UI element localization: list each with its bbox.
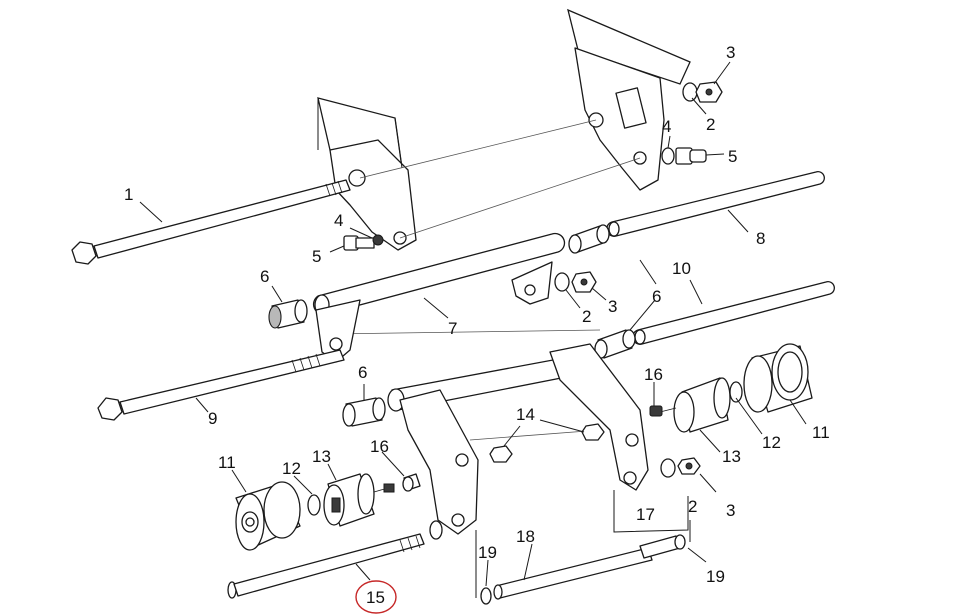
bushing-left [268, 299, 308, 329]
crossmember-part-7 [312, 232, 566, 363]
callout-19a: 19 [478, 543, 497, 562]
frame-bracket-left [317, 97, 417, 251]
hardware-top-right [661, 81, 723, 165]
callout-3b: 3 [608, 297, 617, 316]
bushing-bottom [342, 397, 386, 427]
strut-part-18 [480, 534, 686, 605]
nut-part-14 [489, 423, 605, 463]
frame-bracket-right [567, 8, 691, 191]
highlight-circle-15 [355, 580, 397, 614]
lower-crossmember [387, 343, 649, 535]
callout-4b: 4 [662, 117, 671, 136]
callout-2b: 2 [582, 307, 591, 326]
callout-18: 18 [516, 527, 535, 546]
callout-12b: 12 [282, 459, 301, 478]
bolt-part-1 [71, 179, 351, 265]
callout-1: 1 [124, 185, 133, 204]
callout-9: 9 [208, 409, 217, 428]
callout-5b: 5 [728, 147, 737, 166]
alignment-lines [329, 119, 641, 441]
mount-left [235, 473, 421, 551]
hardware-middle [554, 271, 597, 293]
bolt-part-15 [227, 520, 443, 599]
callout-labels: 1 2 3 4 5 4 5 8 6 2 3 6 10 7 6 16 9 14 1… [124, 43, 830, 607]
callout-2a: 2 [706, 115, 715, 134]
callout-16a: 16 [644, 365, 663, 384]
callout-7: 7 [448, 319, 457, 338]
callout-2c: 2 [688, 497, 697, 516]
callout-13a: 13 [312, 447, 331, 466]
rod-part-10 [632, 281, 835, 345]
callout-4a: 4 [334, 211, 343, 230]
callout-6a: 6 [260, 267, 269, 286]
mount-right [649, 343, 813, 433]
callout-6b: 6 [652, 287, 661, 306]
bushing-right [594, 329, 636, 359]
callout-5a: 5 [312, 247, 321, 266]
callout-17: 17 [636, 505, 655, 524]
callout-14: 14 [516, 405, 535, 424]
leader-lines [139, 61, 807, 598]
callout-11a: 11 [812, 423, 830, 442]
washer-bolt-left [343, 234, 384, 251]
callout-8: 8 [756, 229, 765, 248]
callout-13b: 13 [722, 447, 741, 466]
callout-10: 10 [672, 259, 691, 278]
bushing-upper [568, 224, 610, 254]
bolt-part-9 [97, 349, 345, 421]
callout-15: 15 [366, 588, 385, 607]
callout-19b: 19 [706, 567, 725, 586]
callout-16b: 16 [370, 437, 389, 456]
callout-3c: 3 [726, 501, 735, 520]
callout-11b: 11 [218, 453, 236, 472]
callout-3a: 3 [726, 43, 735, 62]
callout-12a: 12 [762, 433, 781, 452]
hardware-lower-right [660, 457, 701, 478]
callout-6c: 6 [358, 363, 367, 382]
